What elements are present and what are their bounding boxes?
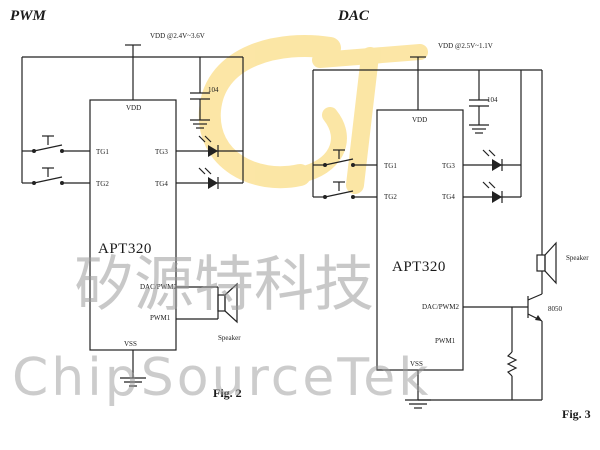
dac-fig-label: Fig. 3 bbox=[562, 407, 591, 421]
dac-pin-dac: DAC/PWM2 bbox=[422, 303, 459, 311]
pwm-pin-tg1: TG1 bbox=[96, 148, 109, 156]
dac-pin-tg1: TG1 bbox=[384, 162, 397, 170]
pwm-title: PWM bbox=[10, 8, 47, 24]
dac-switch-1 bbox=[313, 149, 377, 167]
watermark-english: ChipSourceTek bbox=[12, 348, 431, 408]
dac-chip-vdd: VDD bbox=[412, 116, 427, 124]
pwm-circuit: PWM VDD @2.4V~3.6V 104 VDD APT320 TG1 TG… bbox=[10, 8, 244, 400]
dac-switch-2 bbox=[313, 181, 377, 199]
dac-vdd-symbol bbox=[410, 56, 426, 70]
dac-led-1 bbox=[463, 149, 521, 171]
pwm-ground bbox=[120, 350, 146, 387]
pwm-fig-label: Fig. 2 bbox=[213, 386, 242, 400]
dac-capacitor bbox=[469, 70, 489, 134]
pwm-pin-dac: DAC/PWM2 bbox=[140, 283, 177, 291]
pwm-led-2 bbox=[176, 167, 243, 189]
dac-ground bbox=[405, 370, 431, 409]
dac-cap-label: 104 bbox=[487, 96, 498, 104]
pwm-chip-vss: VSS bbox=[124, 340, 137, 348]
dac-chip-name: APT320 bbox=[392, 259, 446, 275]
dac-pin-tg4: TG4 bbox=[442, 193, 455, 201]
pwm-chip bbox=[89, 99, 177, 351]
pwm-led-1 bbox=[176, 135, 243, 157]
dac-chip-vss: VSS bbox=[410, 360, 423, 368]
dac-vdd-label: VDD @2.5V~1.1V bbox=[438, 42, 493, 50]
dac-circuit: DAC VDD @2.5V~1.1V 104 VDD APT320 TG1 TG… bbox=[312, 8, 591, 421]
pwm-speaker bbox=[176, 282, 238, 324]
dac-title: DAC bbox=[337, 8, 370, 24]
watermark-chinese: 矽源特科技 bbox=[74, 250, 374, 320]
logo-watermark bbox=[198, 35, 428, 194]
pwm-speaker-label: Speaker bbox=[218, 334, 241, 342]
dac-transistor bbox=[463, 293, 543, 400]
pwm-cap-label: 104 bbox=[208, 86, 219, 94]
pwm-vdd-symbol bbox=[125, 44, 141, 57]
pwm-switch-1 bbox=[22, 135, 90, 153]
dac-chip bbox=[376, 109, 464, 371]
pwm-vdd-label: VDD @2.4V~3.6V bbox=[150, 32, 205, 40]
dac-transistor-label: 8050 bbox=[548, 305, 563, 313]
dac-pin-pwm: PWM1 bbox=[435, 337, 456, 345]
pwm-capacitor bbox=[190, 57, 210, 129]
pwm-chip-vdd: VDD bbox=[126, 104, 141, 112]
dac-pin-tg3: TG3 bbox=[442, 162, 455, 170]
dac-resistor bbox=[506, 307, 518, 400]
pwm-pin-tg4: TG4 bbox=[155, 180, 168, 188]
pwm-pin-tg3: TG3 bbox=[155, 148, 168, 156]
dac-pin-tg2: TG2 bbox=[384, 193, 397, 201]
pwm-chip-name: APT320 bbox=[98, 241, 152, 257]
pwm-pin-pwm: PWM1 bbox=[150, 314, 171, 322]
dac-led-2 bbox=[463, 181, 521, 203]
dac-speaker-label: Speaker bbox=[566, 254, 589, 262]
pwm-pin-tg2: TG2 bbox=[96, 180, 109, 188]
pwm-switch-2 bbox=[22, 167, 90, 185]
dac-speaker bbox=[536, 241, 557, 294]
